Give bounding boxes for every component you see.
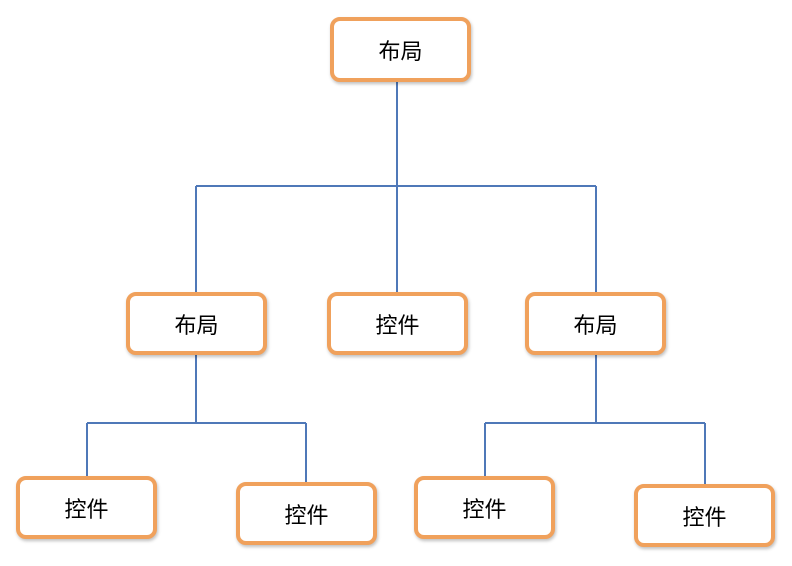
node-control-right-1: 控件 [414,476,555,539]
node-control-left-1: 控件 [16,476,157,539]
node-layout-right: 布局 [525,292,666,355]
node-control-middle: 控件 [327,292,468,355]
node-control-right-2: 控件 [634,484,775,547]
node-layout-left: 布局 [126,292,267,355]
node-control-left-2: 控件 [236,482,377,545]
node-root-layout: 布局 [330,17,471,82]
